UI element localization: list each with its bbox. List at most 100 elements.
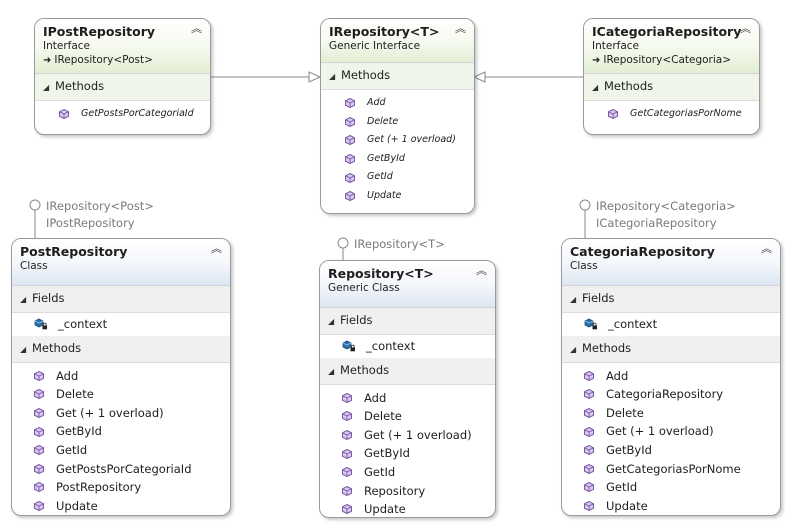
method-item[interactable]: GetPostsPorCategoriaId bbox=[12, 460, 230, 479]
method-cube-icon bbox=[584, 389, 594, 400]
repository-methods-section[interactable]: ◢ Methods bbox=[320, 357, 495, 385]
field-item[interactable]: _context bbox=[562, 315, 780, 334]
method-item[interactable]: Get (+ 1 overload) bbox=[562, 422, 780, 441]
method-name: Update bbox=[606, 498, 648, 513]
method-item[interactable]: Add bbox=[321, 94, 474, 113]
method-cube-icon bbox=[34, 426, 44, 437]
method-item[interactable]: Update bbox=[12, 497, 230, 515]
ipostrepository-box[interactable]: IPostRepository Interface ➜IRepository<P… bbox=[34, 18, 211, 135]
method-name: GetId bbox=[606, 480, 638, 495]
method-name: GetId bbox=[56, 442, 88, 457]
method-item[interactable]: GetById bbox=[12, 422, 230, 441]
icategoriarepository-method-list: GetCategoriasPorNome bbox=[584, 101, 759, 128]
postrepository-header: PostRepository Class ︽ bbox=[12, 239, 230, 286]
method-item[interactable]: Repository bbox=[320, 482, 495, 501]
ipostrepository-methods-section[interactable]: ◢Methods bbox=[35, 74, 210, 101]
method-item[interactable]: GetCategoriasPorNome bbox=[584, 105, 759, 124]
section-triangle-icon: ◢ bbox=[329, 72, 336, 81]
field-lock-icon bbox=[34, 318, 47, 330]
method-item[interactable]: PostRepository bbox=[12, 478, 230, 497]
section-label: Methods bbox=[582, 340, 632, 355]
method-item[interactable]: GetById bbox=[562, 441, 780, 460]
method-item[interactable]: Delete bbox=[12, 385, 230, 404]
double-chevron-up-icon[interactable]: ︽ bbox=[211, 242, 222, 255]
categoriarepository-box[interactable]: CategoriaRepository Class ︽ ◢Fields _con… bbox=[561, 238, 781, 516]
double-chevron-up-icon[interactable]: ︽ bbox=[761, 242, 772, 255]
method-item[interactable]: GetById bbox=[320, 444, 495, 463]
ipostrepository-stereotype: Interface bbox=[43, 40, 91, 52]
method-name: Get (+ 1 overload) bbox=[56, 405, 164, 420]
field-item[interactable]: _context bbox=[320, 337, 495, 356]
cat-lollipop-label-1: IRepository<Categoria> bbox=[596, 199, 736, 213]
method-item[interactable]: Add bbox=[12, 367, 230, 386]
method-item[interactable]: GetPostsPorCategoriaId bbox=[35, 105, 210, 124]
method-item[interactable]: GetId bbox=[321, 168, 474, 187]
method-item[interactable]: Get (+ 1 overload) bbox=[320, 426, 495, 445]
method-item[interactable]: GetById bbox=[321, 150, 474, 169]
method-item[interactable]: Delete bbox=[562, 404, 780, 423]
method-name: Add bbox=[56, 368, 79, 383]
double-chevron-up-icon[interactable]: ︽ bbox=[191, 22, 202, 35]
method-item[interactable]: GetCategoriasPorNome bbox=[562, 460, 780, 479]
method-name: Get (+ 1 overload) bbox=[606, 424, 714, 439]
method-item[interactable]: Get (+ 1 overload) bbox=[12, 404, 230, 423]
method-cube-icon bbox=[34, 482, 44, 493]
field-item[interactable]: _context bbox=[12, 315, 230, 334]
method-item[interactable]: Delete bbox=[321, 113, 474, 132]
method-item[interactable]: GetId bbox=[12, 441, 230, 460]
icategoriarepository-box[interactable]: ICategoriaRepository Interface ➜IReposit… bbox=[583, 18, 760, 135]
repository-fields-section[interactable]: ◢Fields bbox=[320, 308, 495, 335]
method-item[interactable]: Update bbox=[321, 187, 474, 206]
categoriarepository-stereotype: Class bbox=[570, 260, 598, 272]
ipost-inherit-arrowhead bbox=[308, 71, 322, 83]
method-name: GetPostsPorCategoriaId bbox=[81, 108, 194, 119]
method-item[interactable]: Delete bbox=[320, 407, 495, 426]
method-name: Update bbox=[367, 189, 402, 201]
method-cube-icon bbox=[342, 411, 352, 422]
method-item[interactable]: Add bbox=[320, 389, 495, 408]
inherit-arrow-icon: ➜ bbox=[43, 55, 52, 66]
irepository-box[interactable]: IRepository<T> Generic Interface ︽ ◢Meth… bbox=[320, 18, 475, 214]
categoriarepository-fields-section[interactable]: ◢Fields bbox=[562, 286, 780, 313]
method-name: PostRepository bbox=[56, 480, 142, 495]
method-cube-icon bbox=[34, 389, 44, 400]
method-name: Delete bbox=[606, 405, 644, 420]
section-label: Methods bbox=[340, 362, 390, 377]
method-item[interactable]: GetId bbox=[562, 478, 780, 497]
method-cube-icon bbox=[345, 191, 355, 202]
categoriarepository-methods-section[interactable]: ◢Methods bbox=[562, 335, 780, 363]
method-item[interactable]: Get (+ 1 overload) bbox=[321, 131, 474, 150]
method-name: GetId bbox=[364, 464, 396, 479]
postrepository-box[interactable]: PostRepository Class ︽ ◢Fields _context … bbox=[11, 238, 231, 516]
irepository-methods-section[interactable]: ◢Methods bbox=[321, 63, 474, 90]
inherit-arrow-icon: ➜ bbox=[592, 55, 601, 66]
method-item[interactable]: CategoriaRepository bbox=[562, 385, 780, 404]
section-triangle-icon: ◢ bbox=[592, 83, 599, 92]
method-item[interactable]: Update bbox=[562, 497, 780, 515]
postrepository-fields-section[interactable]: ◢Fields bbox=[12, 286, 230, 313]
irepository-title: IRepository<T> bbox=[329, 24, 440, 39]
icategoriarepository-methods-section[interactable]: ◢Methods bbox=[584, 74, 759, 101]
method-item[interactable]: Update bbox=[320, 500, 495, 517]
section-label: Methods bbox=[32, 340, 82, 355]
postrepository-stereotype: Class bbox=[20, 260, 48, 272]
method-name: GetPostsPorCategoriaId bbox=[56, 461, 192, 476]
repo-lollipop-label-1: IRepository<T> bbox=[354, 237, 445, 251]
double-chevron-up-icon[interactable]: ︽ bbox=[455, 22, 466, 35]
repository-field-list: _context bbox=[320, 335, 495, 358]
method-cube-icon bbox=[584, 501, 594, 512]
method-item[interactable]: GetId bbox=[320, 463, 495, 482]
repository-box[interactable]: Repository<T> Generic Class ︽ ◢Fields _c… bbox=[319, 260, 496, 518]
section-triangle-icon: ◢ bbox=[20, 295, 27, 304]
icategoriarepository-base-label: IRepository<Categoria> bbox=[603, 54, 732, 66]
irepository-header: IRepository<T> Generic Interface ︽ bbox=[321, 19, 474, 63]
double-chevron-up-icon[interactable]: ︽ bbox=[740, 22, 751, 35]
ipostrepository-base: ➜IRepository<Post> bbox=[43, 53, 202, 68]
postrepository-methods-section[interactable]: ◢Methods bbox=[12, 335, 230, 363]
section-triangle-icon: ◢ bbox=[328, 366, 335, 376]
field-name: _context bbox=[608, 317, 658, 331]
method-name: GetById bbox=[364, 446, 410, 461]
method-cube-icon bbox=[584, 408, 594, 419]
method-item[interactable]: Add bbox=[562, 367, 780, 386]
double-chevron-up-icon[interactable]: ︽ bbox=[476, 264, 487, 277]
